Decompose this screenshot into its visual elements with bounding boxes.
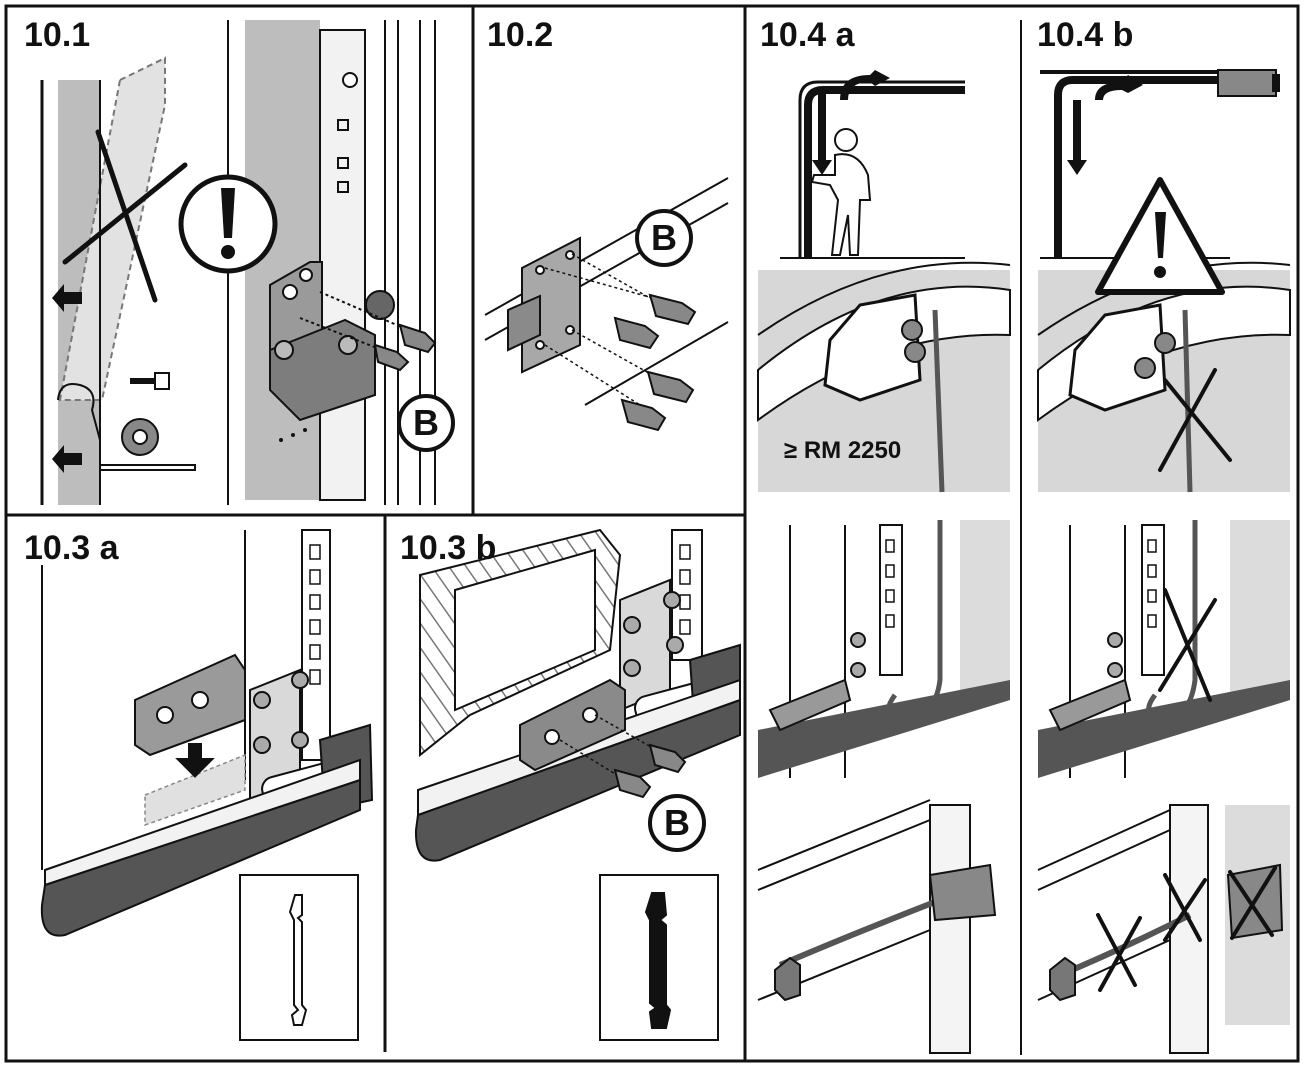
exclamation-in-circle-icon [178, 174, 278, 274]
arrow-icon [1067, 100, 1087, 175]
person-figure [810, 128, 872, 256]
arrow-icon [52, 445, 82, 473]
callout-b-label: B [664, 802, 690, 843]
cross-out-icon [1158, 368, 1232, 472]
arrow-icon [840, 70, 890, 100]
battery-icon [1217, 69, 1280, 97]
panel-label-10-3b: 10.3 b [400, 529, 497, 567]
warning-triangle-icon [1095, 177, 1225, 295]
callout-b-label: B [651, 217, 677, 258]
panel-label-10-4a: 10.4 a [760, 16, 855, 54]
arrow-icon [175, 743, 215, 778]
arrow-icon [1095, 75, 1143, 100]
cross-out-icon [1096, 866, 1277, 992]
panel-label-10-2: 10.2 [487, 16, 554, 54]
panel-10-1-illustration [40, 20, 455, 505]
arrow-icon [52, 284, 82, 312]
cross-out-icon [1158, 588, 1217, 702]
panel-10-4b-illustration [1037, 69, 1291, 1054]
screw-icon [130, 372, 170, 390]
panel-label-10-1: 10.1 [24, 16, 91, 54]
radius-note: ≥ RM 2250 [784, 437, 902, 464]
callout-b-circle [635, 209, 693, 267]
panel-label-10-4b: 10.4 b [1037, 16, 1134, 54]
panel-10-4a-illustration [757, 70, 1011, 1054]
panel-grid [4, 4, 1300, 1063]
panel-label-10-3a: 10.3 a [24, 529, 119, 567]
panel-10-2-illustration [484, 177, 729, 432]
cross-out-icon [62, 129, 188, 303]
callout-b-circle [648, 794, 706, 852]
panel-10-3a-illustration [40, 529, 374, 1041]
panel-10-3b-illustration [414, 528, 741, 1041]
arrow-icon [812, 92, 832, 175]
callout-b-label: B [413, 402, 439, 443]
callout-b-circle [397, 394, 455, 452]
